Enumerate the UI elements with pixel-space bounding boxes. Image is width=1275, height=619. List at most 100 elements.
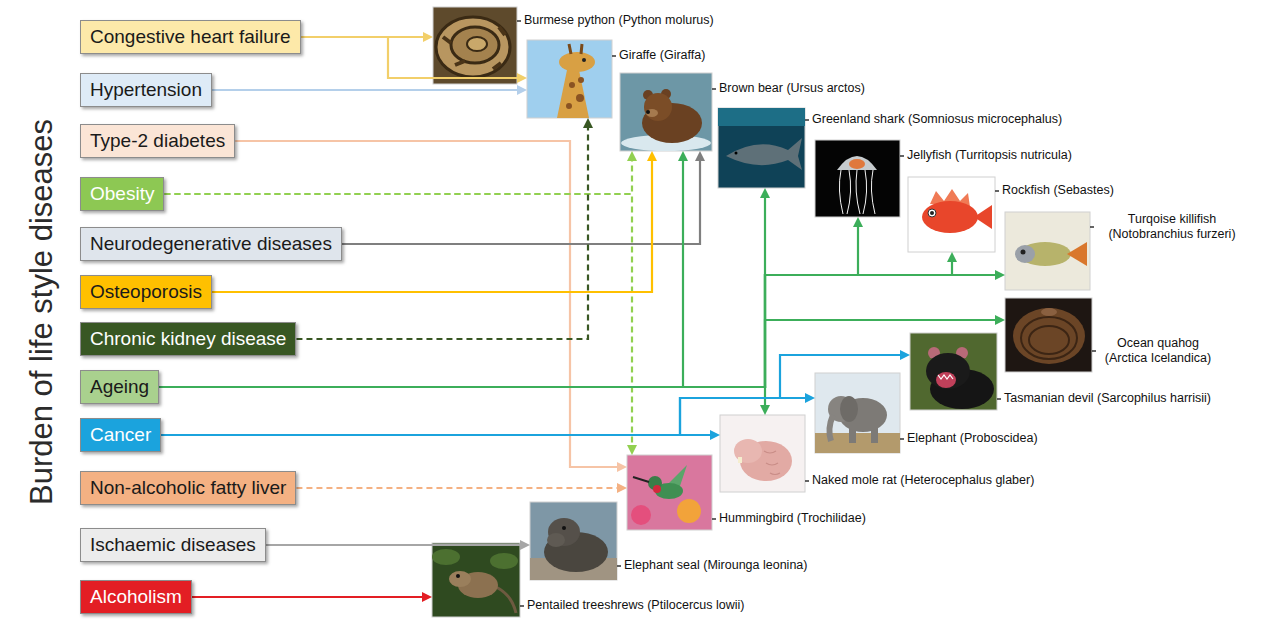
mole-rat-picture bbox=[720, 415, 805, 492]
picture-ground bbox=[910, 333, 997, 410]
picture-ground bbox=[720, 415, 805, 492]
shell-hinge bbox=[1041, 308, 1057, 316]
snake-coil bbox=[451, 27, 499, 63]
disease-box: Osteoporosis bbox=[80, 275, 212, 309]
quahog-picture bbox=[1005, 298, 1092, 372]
picture-ground bbox=[815, 140, 900, 217]
connector-arrow bbox=[161, 398, 810, 435]
giraffe-head bbox=[559, 52, 595, 72]
flower bbox=[677, 499, 701, 523]
fish-eye bbox=[1021, 250, 1026, 255]
animal-picture-box: Brown bear (Ursus arctos) bbox=[620, 73, 712, 151]
disease-box: Cancer bbox=[80, 418, 161, 452]
bear-picture bbox=[620, 73, 712, 151]
devil-head bbox=[926, 353, 970, 389]
jellyfish-core bbox=[849, 159, 865, 169]
bear-nose bbox=[646, 110, 650, 114]
skin-folds bbox=[764, 451, 780, 475]
species-label: Jellyfish (Turritopsis nutricula) bbox=[907, 148, 1072, 163]
disease-name: Congestive heart failure bbox=[90, 25, 291, 49]
fish-tail bbox=[1067, 242, 1087, 266]
disease-name: Ageing bbox=[90, 375, 149, 399]
species-label: Ocean quahog (Arctica Icelandica) bbox=[1099, 336, 1217, 366]
connector-arrow bbox=[192, 596, 427, 598]
seal-head bbox=[548, 518, 580, 546]
species-label: Hummingbird (Trochilidae) bbox=[719, 511, 866, 526]
disease-name: Obesity bbox=[90, 182, 154, 206]
species-label: Tasmanian devil (Sarcophilus harrisii) bbox=[1004, 391, 1211, 406]
diagram-title: Burden of life style diseases bbox=[24, 119, 59, 505]
disease-box: Congestive heart failure bbox=[80, 20, 301, 54]
giraffe-spots bbox=[566, 77, 584, 109]
leaf bbox=[432, 549, 460, 565]
giraffe-eye bbox=[582, 58, 586, 62]
fish-tail bbox=[974, 205, 992, 229]
clam-shell bbox=[1013, 308, 1085, 364]
devil-teeth bbox=[938, 375, 953, 379]
shell-ring bbox=[1021, 317, 1077, 359]
animal-picture-box: Giraffe (Giraffa) bbox=[527, 40, 612, 118]
picture-ground bbox=[1005, 298, 1092, 372]
species-label: Burmese python (Python molurus) bbox=[524, 13, 714, 28]
disease-name: Ischaemic diseases bbox=[90, 533, 256, 557]
species-label: Naked mole rat (Heterocephalus glaber) bbox=[812, 473, 1034, 488]
disease-box: Ageing bbox=[80, 370, 159, 404]
title-holder: Burden of life style diseases bbox=[24, 119, 60, 505]
shell-ring bbox=[1029, 326, 1069, 354]
disease-box: Type-2 diabetes bbox=[80, 124, 235, 158]
connector-arrow bbox=[301, 37, 522, 78]
picture-ground bbox=[433, 7, 517, 84]
jellyfish-picture bbox=[815, 140, 900, 217]
connector-arrow bbox=[164, 156, 632, 194]
animal-picture-box: Hummingbird (Trochilidae) bbox=[627, 455, 712, 530]
flower bbox=[631, 505, 651, 525]
elephant-ear bbox=[840, 396, 858, 422]
animal-picture-box: Burmese python (Python molurus) bbox=[433, 7, 517, 84]
shark-eye bbox=[735, 152, 738, 155]
connector-arrow bbox=[342, 156, 700, 244]
animal-picture-box: Elephant (Proboscidea) bbox=[815, 373, 900, 453]
water-light bbox=[718, 108, 805, 126]
fish-eye bbox=[928, 209, 936, 217]
disease-name: Non-alcoholic fatty liver bbox=[90, 476, 286, 500]
disease-name: Chronic kidney disease bbox=[90, 327, 286, 351]
picture-ground bbox=[718, 108, 805, 188]
disease-name: Alcoholism bbox=[90, 585, 182, 609]
picture-ground bbox=[620, 73, 712, 151]
leaf bbox=[490, 553, 518, 569]
devil-mouth bbox=[936, 372, 956, 388]
connector-arrow bbox=[161, 355, 905, 435]
connector-arrow bbox=[159, 387, 765, 410]
animal-picture-box: Turqoise killifish (Notobranchius furzer… bbox=[1005, 212, 1090, 290]
connector-arrow bbox=[296, 487, 622, 489]
disease-box: Obesity bbox=[80, 177, 164, 211]
animal-picture-box: Rockfish (Sebastes) bbox=[908, 177, 995, 252]
seal-nose bbox=[547, 533, 565, 547]
connector-arrow bbox=[235, 141, 622, 467]
snake-pattern bbox=[443, 27, 505, 69]
disease-name: Osteoporosis bbox=[90, 280, 202, 304]
treeshrew-picture bbox=[432, 543, 520, 617]
picture-ground bbox=[908, 177, 995, 252]
label-leaders bbox=[517, 21, 1096, 606]
shark-body bbox=[726, 138, 802, 170]
fish-body bbox=[922, 201, 978, 233]
disease-name: Hypertension bbox=[90, 78, 202, 102]
giraffe-picture bbox=[527, 40, 612, 118]
picture-ground bbox=[1005, 212, 1090, 290]
picture-ground bbox=[527, 40, 612, 118]
bird-beak bbox=[633, 477, 649, 482]
connector-arrow bbox=[212, 89, 522, 91]
picture-ground bbox=[432, 543, 520, 617]
elephant-picture bbox=[815, 373, 900, 453]
disease-name: Type-2 diabetes bbox=[90, 129, 225, 153]
species-label: Rockfish (Sebastes) bbox=[1002, 183, 1114, 198]
species-label: Elephant seal (Mirounga leonina) bbox=[624, 558, 807, 573]
bear-snout bbox=[646, 109, 658, 117]
jellyfish-bell bbox=[837, 156, 877, 170]
shark-picture bbox=[718, 108, 805, 188]
connector-arrow bbox=[159, 193, 765, 387]
animal-picture-box: Elephant seal (Mirounga leonina) bbox=[530, 502, 617, 580]
picture-ground bbox=[627, 455, 712, 530]
